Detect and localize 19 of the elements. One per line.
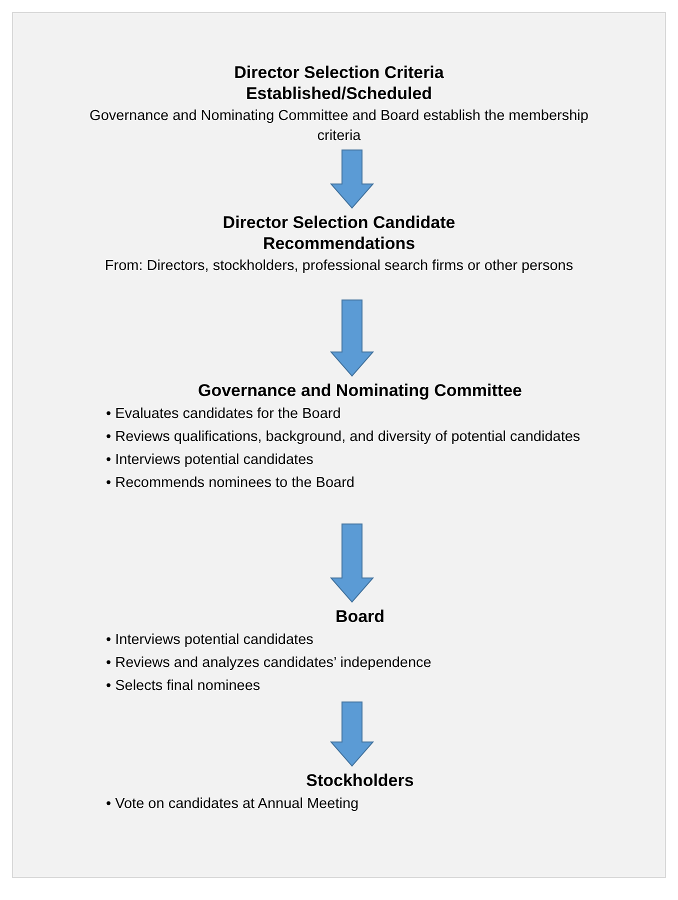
- description-text: From: Directors, stockholders, professional search firms or other persons: [104, 257, 574, 276]
- node-heading: Governance and Nominating Committee: [197, 380, 523, 401]
- bullet-item: • Vote on candidates at Annual Meeting: [106, 795, 360, 814]
- bullet-item: • Reviews qualifications, background, and diversity of potential candidates: [106, 428, 582, 447]
- description-text: Governance and Nominating Committee and Board establish the membership criteria: [88, 107, 590, 146]
- node-heading: Board: [334, 606, 386, 627]
- bullet-item: • Evaluates candidates for the Board: [106, 405, 342, 424]
- node-heading: Director Selection Criteria Established/Scheduled: [233, 62, 445, 104]
- block-arrow: [330, 524, 374, 603]
- node-heading: Director Selection Candidate Recommendations: [222, 212, 456, 254]
- bullet-item: • Interviews potential candidates: [106, 631, 314, 650]
- bullet-item: • Recommends nominees to the Board: [106, 474, 356, 493]
- block-arrow: [330, 702, 374, 767]
- bullet-item: • Selects final nominees: [106, 677, 262, 696]
- bullet-item: • Interviews potential candidates: [106, 451, 314, 470]
- block-arrow: [330, 300, 374, 377]
- bullet-item: • Reviews and analyzes candidates’ independence: [106, 654, 432, 673]
- node-heading: Stockholders: [305, 770, 415, 791]
- block-arrow: [330, 150, 374, 209]
